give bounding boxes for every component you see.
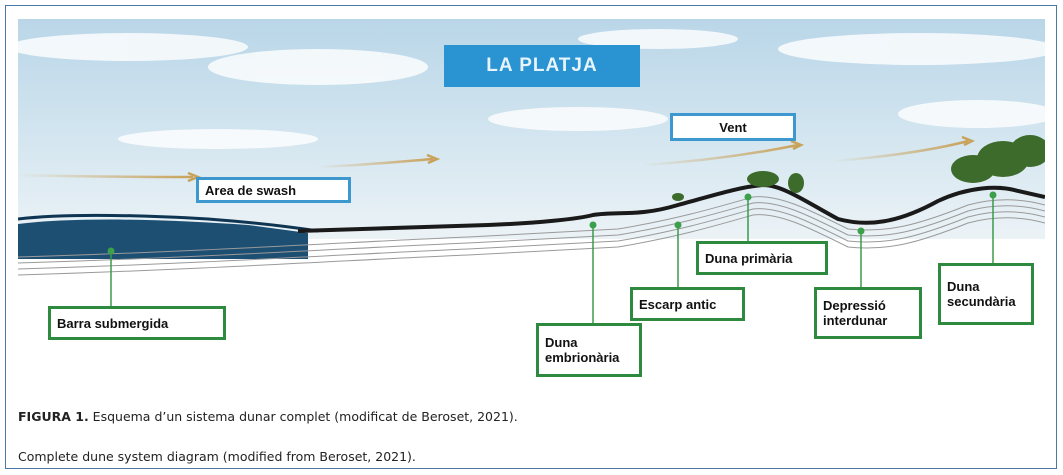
clouds <box>18 29 1045 149</box>
label-escarp-antic: Escarp antic <box>630 287 745 321</box>
label-depressio-line2: interdunar <box>823 313 888 328</box>
label-duna-secundaria: Duna secundària <box>938 263 1034 325</box>
label-duna-primaria-text: Duna primària <box>705 250 793 266</box>
label-area-swash: Area de swash <box>196 177 351 203</box>
sand-strata <box>18 196 1045 276</box>
label-duna-secundaria-line2: secundària <box>947 294 1016 309</box>
label-vent-text: Vent <box>719 119 747 135</box>
figure-label: FIGURA 1. <box>18 409 89 424</box>
dune-surface <box>297 182 1045 233</box>
diagram-title: LA PLATJA <box>444 45 640 87</box>
caption-english: Complete dune system diagram (modified f… <box>18 449 416 464</box>
label-vent: Vent <box>670 113 796 141</box>
dune-scene: LA PLATJA Area de swash Vent Barra subme… <box>18 19 1045 390</box>
label-depressio-line1: Depressió <box>823 298 886 313</box>
caption-catalan-text: Esquema d’un sistema dunar complet (modi… <box>88 409 518 424</box>
label-barra-submergida: Barra submergida <box>48 306 226 340</box>
wind-arrows <box>18 135 976 183</box>
label-duna-primaria: Duna primària <box>696 241 828 275</box>
vegetation <box>672 135 1045 201</box>
sea <box>18 219 308 259</box>
label-duna-embrionaria: Duna embrionària <box>536 323 642 377</box>
label-duna-embrionaria-line2: embrionària <box>545 350 620 365</box>
label-duna-embrionaria-line1: Duna <box>545 335 578 350</box>
label-depressio-interdunar: Depressió interdunar <box>814 287 922 339</box>
leader-lines <box>110 195 994 324</box>
label-area-swash-text: Area de swash <box>205 182 297 198</box>
caption-catalan: FIGURA 1. Esquema d’un sistema dunar com… <box>18 409 518 424</box>
label-duna-secundaria-line1: Duna <box>947 279 980 294</box>
leader-dots <box>107 191 997 255</box>
label-escarp-antic-text: Escarp antic <box>639 296 717 312</box>
label-barra-submergida-text: Barra submergida <box>57 315 169 331</box>
